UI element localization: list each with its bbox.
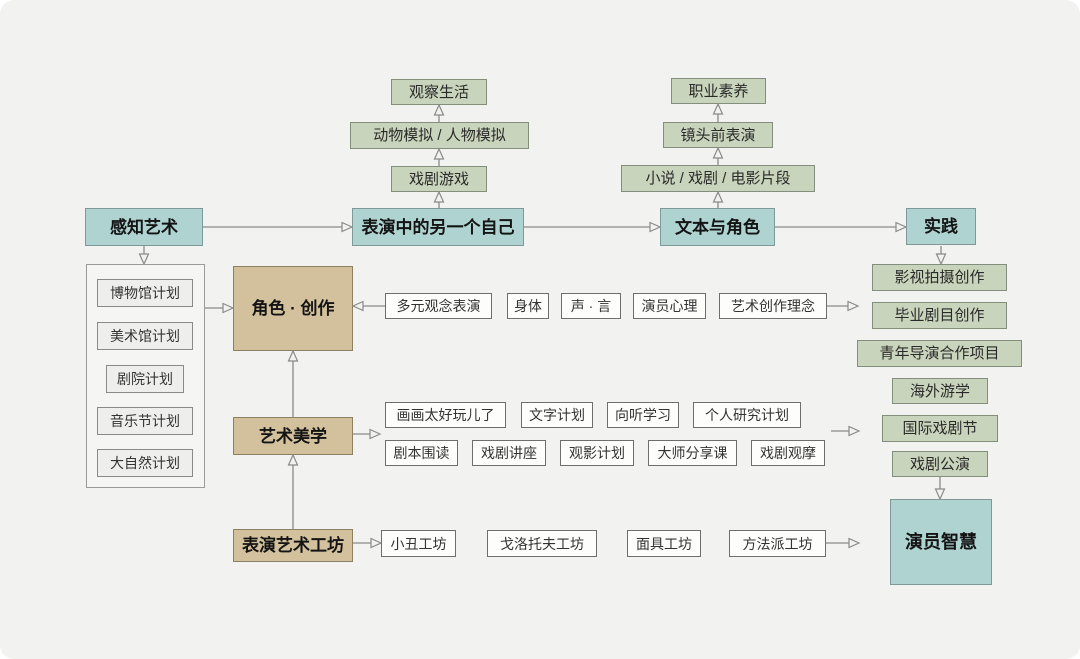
node-observe-life: 观察生活 [391, 79, 487, 105]
node-writing-plan: 文字计划 [521, 402, 593, 428]
node-personal-research-plan: 个人研究计划 [693, 402, 801, 428]
node-novel-drama-film-clips: 小说 / 戏剧 / 电影片段 [621, 165, 815, 192]
node-actor-psychology: 演员心理 [633, 293, 706, 319]
node-mask-workshop: 面具工坊 [627, 530, 701, 557]
node-professionalism: 职业素养 [671, 78, 766, 104]
node-animal-human-imitation: 动物模拟 / 人物模拟 [350, 122, 529, 149]
node-graduation-production: 毕业剧目创作 [872, 302, 1007, 329]
node-practice: 实践 [906, 208, 976, 245]
node-art-aesthetics: 艺术美学 [233, 417, 353, 455]
node-theatre-plan: 剧院计划 [106, 365, 184, 393]
node-body: 身体 [507, 293, 549, 319]
node-art-gallery-plan: 美术馆计划 [97, 322, 193, 350]
node-multi-concept-performance: 多元观念表演 [385, 293, 492, 319]
node-film-tv-shooting: 影视拍摄创作 [872, 264, 1007, 291]
node-drama-viewing: 戏剧观摩 [751, 440, 825, 466]
node-grotowski-workshop: 戈洛托夫工坊 [487, 530, 597, 557]
node-museum-plan: 博物馆计划 [97, 279, 193, 307]
node-master-class: 大师分享课 [648, 440, 737, 466]
node-another-self-in-performance: 表演中的另一个自己 [352, 208, 524, 246]
node-drama-public-performance: 戏剧公演 [892, 451, 988, 477]
node-clown-workshop: 小丑工坊 [381, 530, 456, 557]
node-drama-lecture: 戏剧讲座 [472, 440, 546, 466]
node-drama-games: 戏剧游戏 [391, 166, 487, 192]
node-international-drama-festival: 国际戏剧节 [882, 415, 998, 442]
node-actor-wisdom: 演员智慧 [890, 499, 992, 585]
node-performance-workshop: 表演艺术工坊 [233, 529, 353, 562]
node-art-creation-concept: 艺术创作理念 [719, 293, 827, 319]
node-nature-plan: 大自然计划 [97, 449, 193, 477]
node-method-acting-workshop: 方法派工坊 [729, 530, 826, 557]
node-on-camera-acting: 镜头前表演 [663, 122, 773, 148]
node-perceive-art: 感知艺术 [85, 208, 203, 246]
node-script-reading: 剧本围读 [385, 440, 458, 466]
node-drawing-is-fun: 画画太好玩儿了 [385, 402, 506, 428]
node-film-watching-plan: 观影计划 [560, 440, 634, 466]
node-role-creation: 角色 · 创作 [233, 266, 353, 351]
node-young-director-collab: 青年导演合作项目 [857, 340, 1022, 367]
node-overseas-study: 海外游学 [892, 378, 988, 404]
node-listening-learning: 向听学习 [607, 402, 679, 428]
node-music-festival-plan: 音乐节计划 [97, 407, 193, 435]
node-voice-speech: 声 · 言 [561, 293, 621, 319]
node-text-and-role: 文本与角色 [660, 208, 775, 246]
